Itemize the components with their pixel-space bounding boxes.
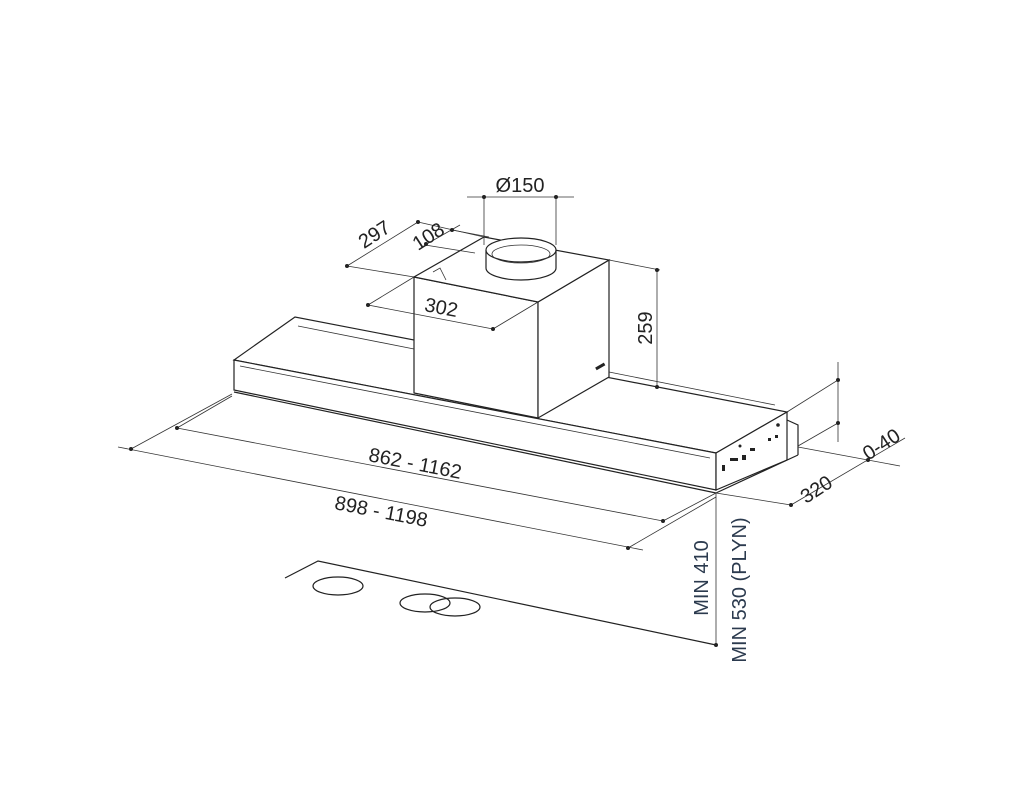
burner-2 — [399, 593, 451, 613]
dimension-lines — [117, 195, 906, 647]
label-259: 259 — [635, 311, 657, 344]
label-0-40: 0-40 — [859, 425, 905, 465]
label-min-530-gas: MIN 530 (PLYN) — [729, 517, 751, 662]
cooktop — [284, 560, 717, 646]
burner-3 — [429, 597, 481, 617]
label-duct-diameter: Ø150 — [496, 175, 545, 197]
label-min-410: MIN 410 — [691, 540, 713, 616]
label-320: 320 — [797, 472, 837, 509]
duct-collar — [485, 237, 557, 281]
burner-1 — [312, 576, 364, 596]
label-297: 297 — [355, 217, 395, 254]
control-panel-markings — [722, 423, 780, 471]
label-width-inner: 862 - 1162 — [367, 444, 464, 484]
